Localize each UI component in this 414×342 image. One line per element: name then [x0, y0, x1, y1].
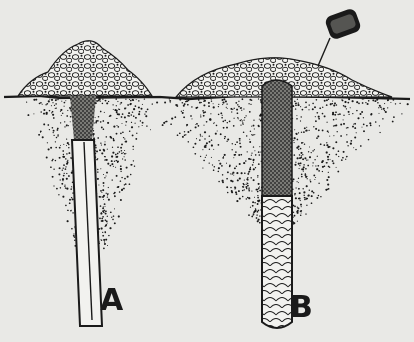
- label-a: A: [100, 286, 123, 316]
- label-b: B: [290, 293, 313, 323]
- mound-a: [18, 41, 152, 96]
- burrow-a-upper: [70, 96, 96, 140]
- burrow-a-shaft: [72, 140, 102, 326]
- stopper-pointer: [318, 38, 330, 66]
- burrow-b-upper: [262, 80, 292, 196]
- burrow-b-lower: [262, 196, 292, 328]
- stopper-icon: [324, 7, 362, 40]
